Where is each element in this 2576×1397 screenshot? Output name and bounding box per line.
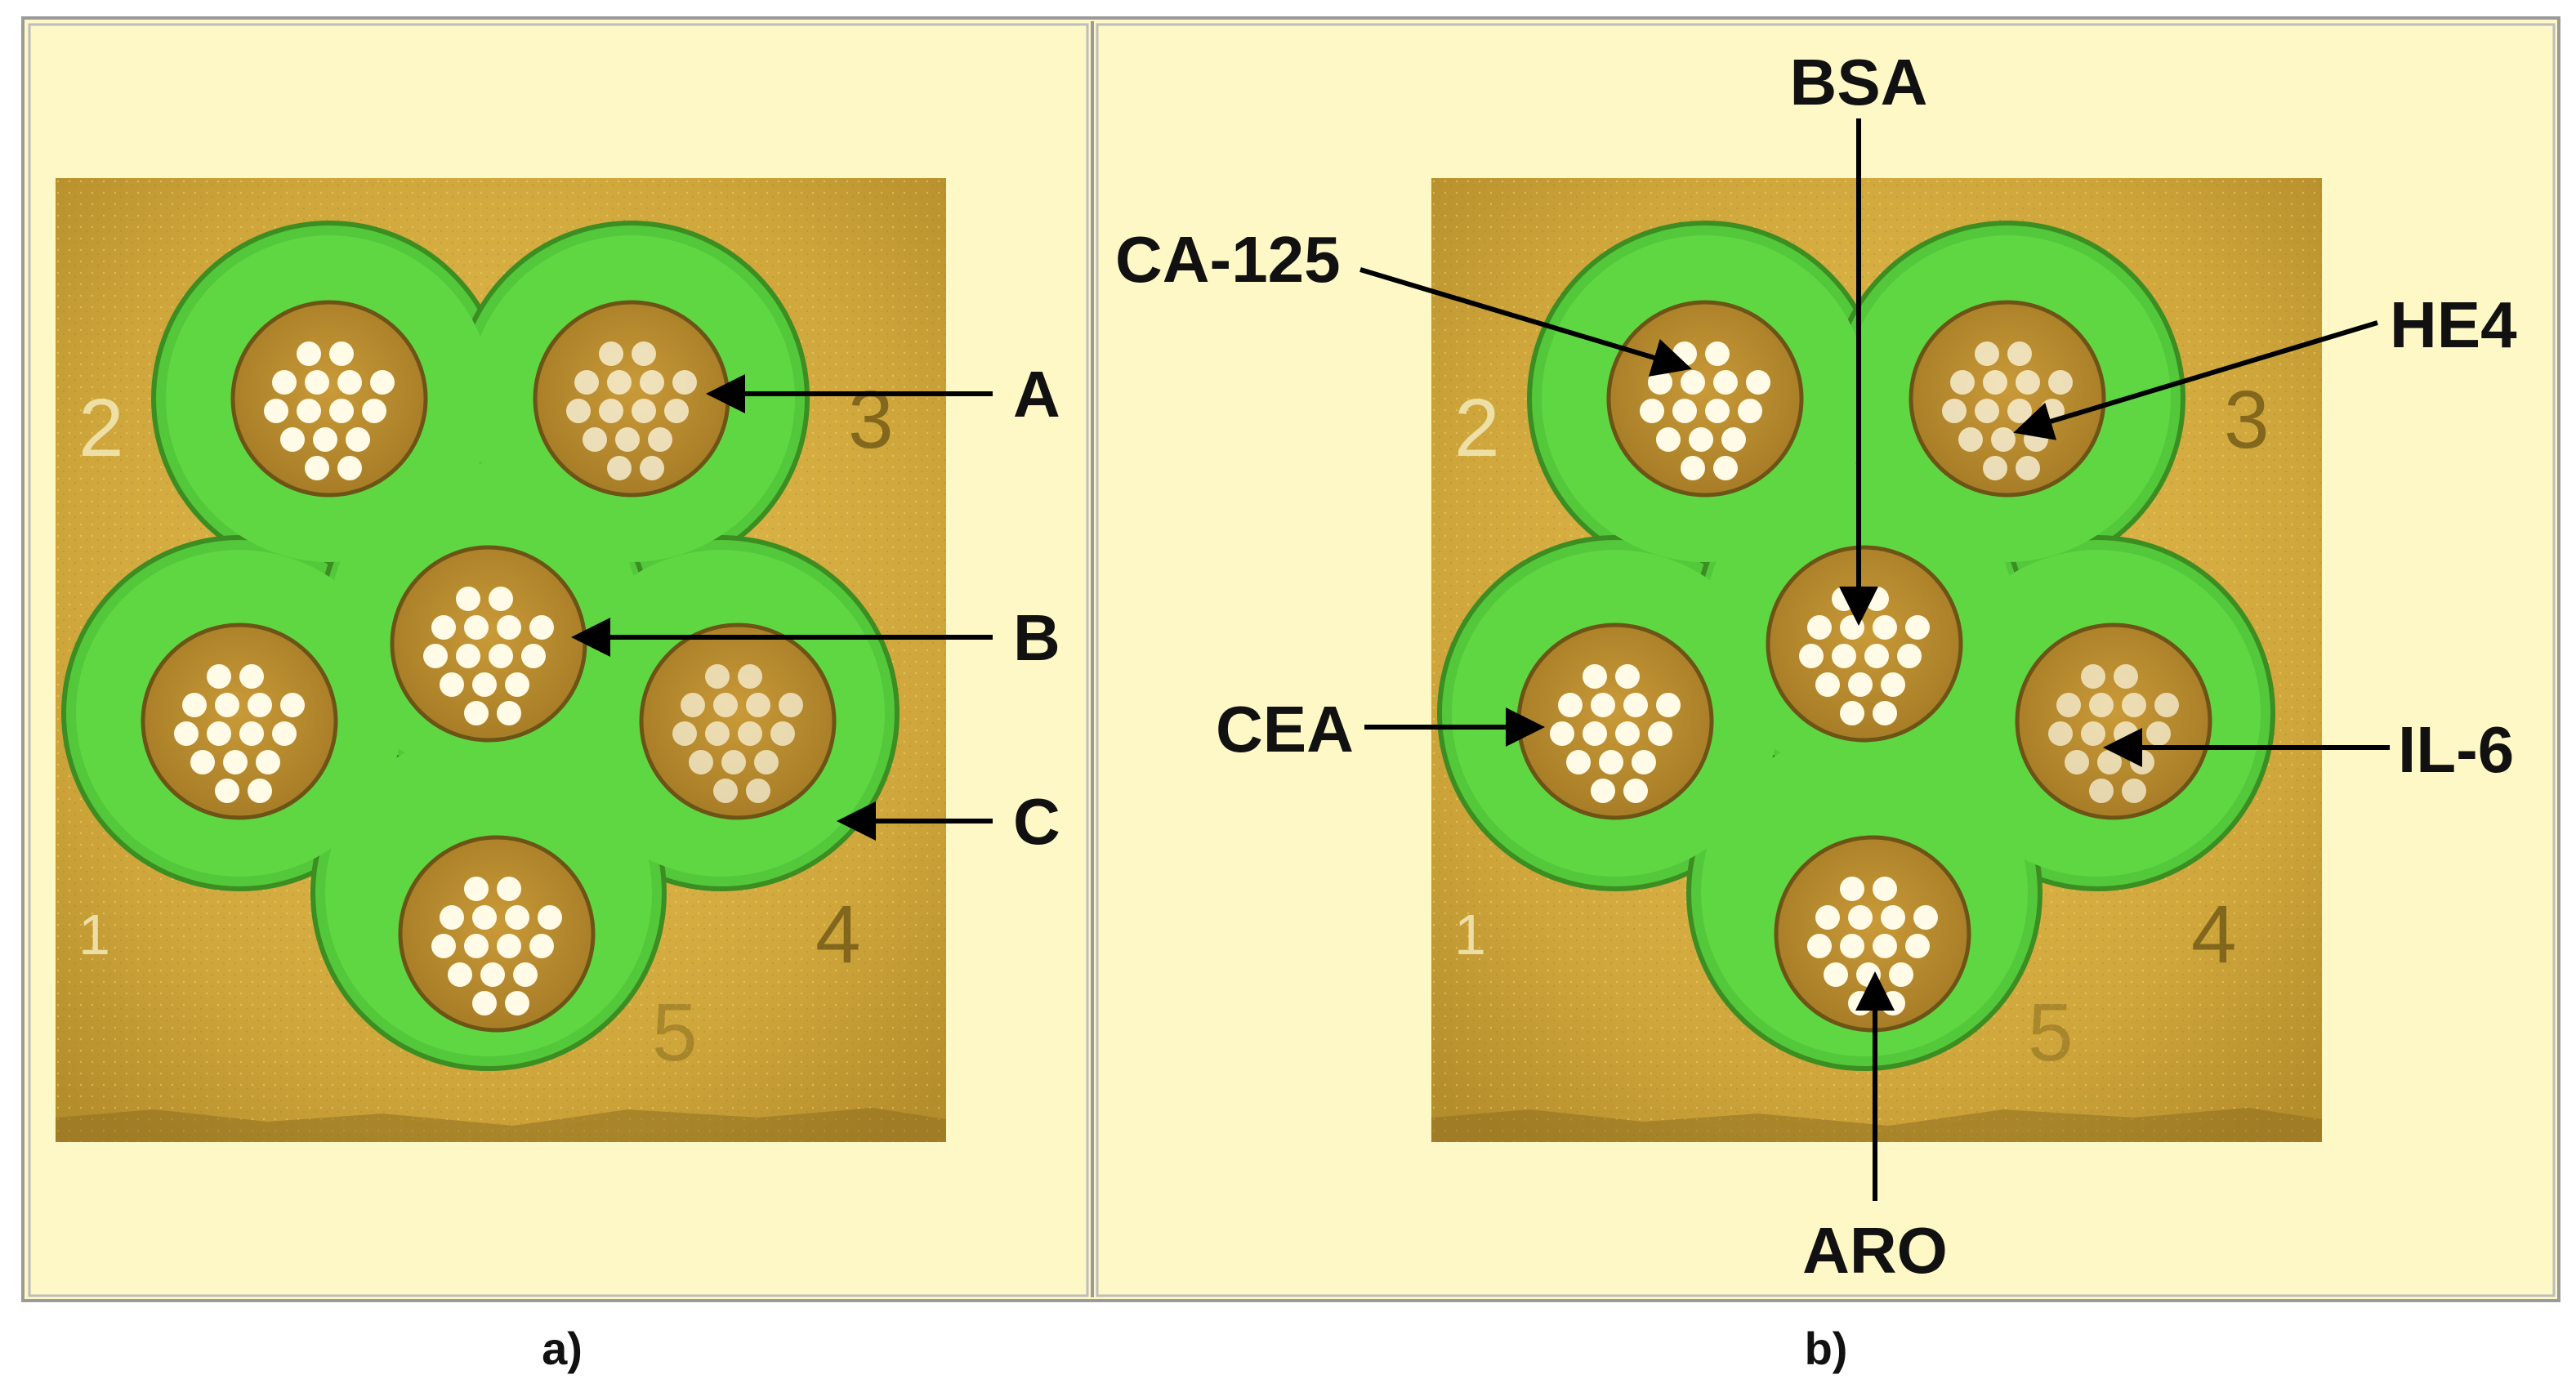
label-ca125: CA-125 — [1115, 223, 1341, 296]
caption-b: b) — [1805, 1323, 1848, 1374]
label-cea: CEA — [1216, 693, 1354, 765]
label-a: A — [1013, 358, 1060, 431]
label-aro: ARO — [1802, 1214, 1948, 1287]
arrow-he4 — [2013, 320, 2378, 440]
panel-b: CA-125 BSA HE4 CEA IL-6 ARO — [1115, 46, 2517, 1287]
label-bsa: BSA — [1790, 46, 1928, 118]
label-il6: IL-6 — [2398, 713, 2514, 786]
arrows-a — [571, 374, 993, 841]
arrow-ca125 — [1359, 267, 1692, 377]
label-c: C — [1013, 785, 1060, 858]
arrows-b — [1359, 118, 2390, 1201]
chip-photo-a — [56, 178, 946, 1142]
label-he4: HE4 — [2390, 288, 2517, 361]
label-b: B — [1013, 601, 1060, 674]
panel-a: A B C — [56, 178, 1060, 1142]
caption-a: a) — [542, 1323, 583, 1374]
